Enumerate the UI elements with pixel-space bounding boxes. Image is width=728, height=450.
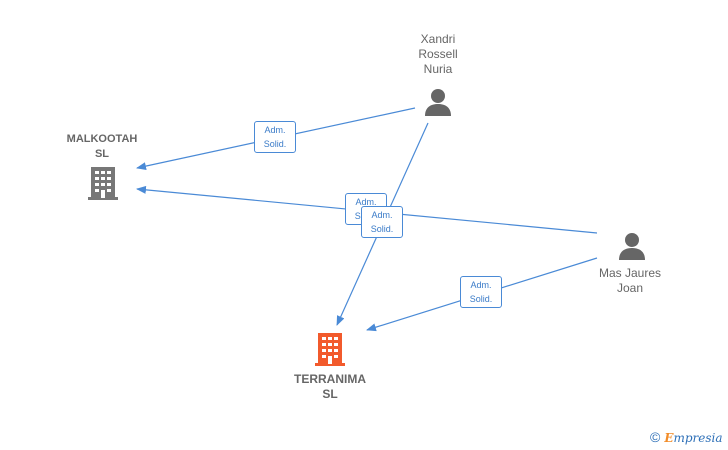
building-icon[interactable] bbox=[314, 331, 346, 367]
node-label-line: MALKOOTAH bbox=[66, 133, 138, 145]
edge-label-line: Adm. bbox=[470, 280, 492, 290]
copyright-icon: © bbox=[650, 429, 661, 445]
edge-label-line: Adm. bbox=[264, 125, 286, 135]
edge-label-line: Solid. bbox=[469, 294, 493, 304]
person-icon[interactable] bbox=[617, 231, 647, 261]
edge-label-line: Solid. bbox=[263, 139, 287, 149]
person-icon[interactable] bbox=[423, 87, 453, 117]
node-label-line: Nuria bbox=[423, 62, 453, 76]
node-label-terranima[interactable]: TERRANIMA SL bbox=[282, 372, 378, 402]
node-label-malkootah[interactable]: MALKOOTAH SL bbox=[58, 132, 146, 162]
edge-label-line: Adm. bbox=[355, 197, 377, 207]
edge-label-line: Solid. bbox=[370, 224, 394, 234]
node-label-mas-jaures[interactable]: Mas Jaures Joan bbox=[588, 266, 672, 296]
node-label-line: Xandri bbox=[420, 32, 456, 46]
brand-watermark: ©Empresia bbox=[650, 429, 723, 445]
node-label-xandri[interactable]: Xandri Rossell Nuria bbox=[398, 32, 478, 77]
node-label-line: Mas Jaures bbox=[598, 266, 662, 280]
brand-logo-text: mpresia bbox=[673, 431, 723, 445]
node-label-line: TERRANIMA bbox=[294, 372, 366, 386]
node-label-line: Rossell bbox=[418, 47, 458, 61]
node-label-line: SL bbox=[322, 387, 338, 401]
node-label-line: Joan bbox=[616, 281, 644, 295]
building-icon[interactable] bbox=[87, 165, 119, 201]
edge-label-line: Adm. bbox=[371, 210, 393, 220]
edge-label-xandri-terranima[interactable]: Adm. Solid. bbox=[361, 206, 403, 238]
brand-logo-letter: E bbox=[664, 431, 674, 445]
edge-label-masjaures-terranima[interactable]: Adm. Solid. bbox=[460, 276, 502, 308]
edge-label-xandri-malkootah[interactable]: Adm. Solid. bbox=[254, 121, 296, 153]
node-label-line: SL bbox=[94, 148, 110, 160]
